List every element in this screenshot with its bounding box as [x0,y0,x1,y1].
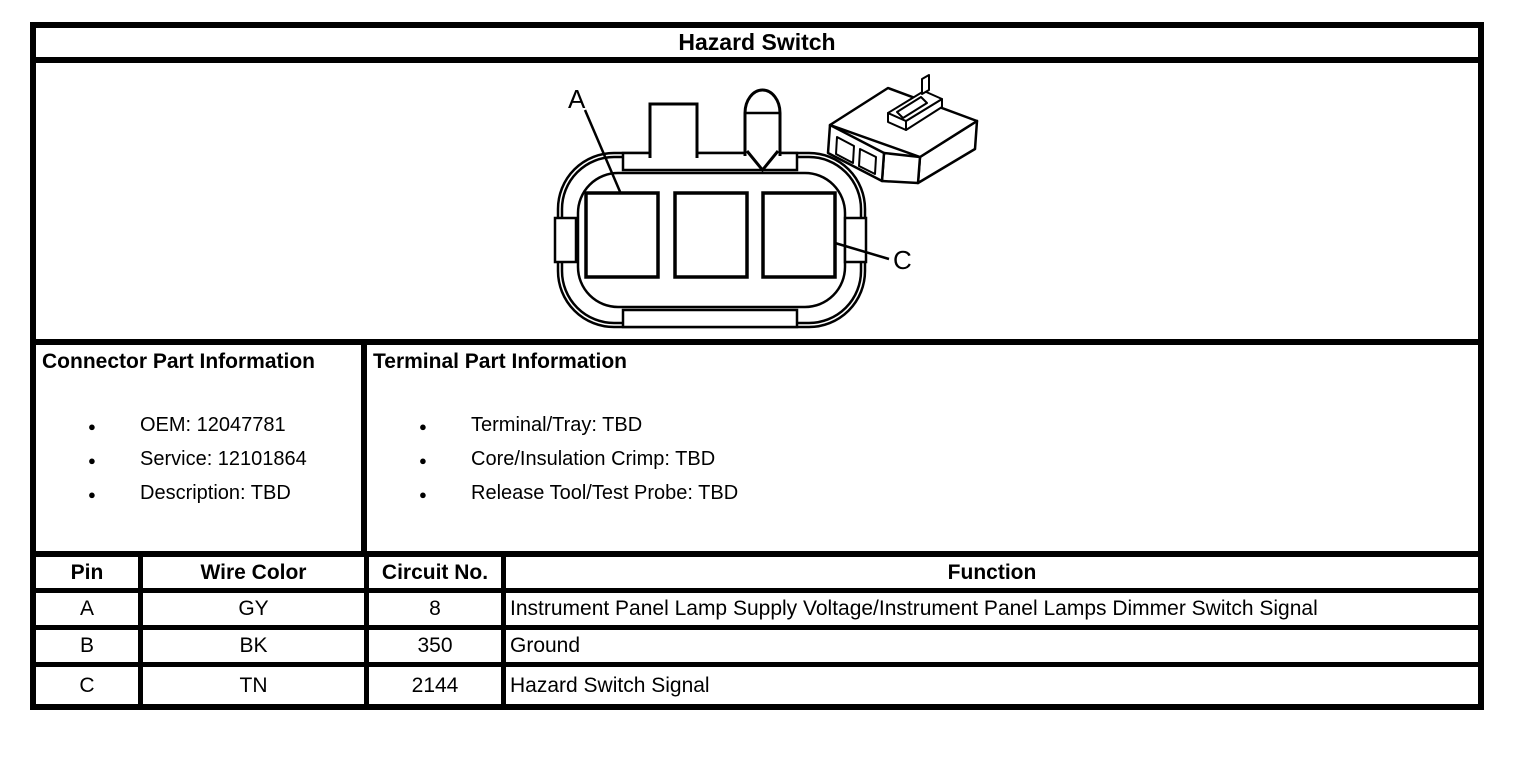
iso-latch-ramp [896,96,928,119]
pin-cell: A [36,593,143,625]
column-header-function: Function [947,560,1037,584]
circuit-no-cell: 2144 [369,667,506,704]
list-item: ● Core/Insulation Crimp: TBD [373,443,1472,477]
pin-label-c: C [893,245,912,275]
function-cell: Hazard Switch Signal [510,673,710,697]
leader-line-c [834,241,890,261]
terminal-part-info-list: ● Terminal/Tray: TBD ● Core/Insulation C… [373,409,1472,511]
wire-color-cell: BK [143,630,369,662]
bullet-icon: ● [88,419,96,434]
pin-cavity-c [761,191,837,279]
connector-diagram-section: A C [36,63,1478,345]
part-information-section: Connector Part Information ● OEM: 120477… [36,345,1478,557]
connector-part-info-list: ● OEM: 12047781 ● Service: 12101864 ● De… [42,409,355,511]
bullet-icon: ● [419,453,427,468]
function-cell: Ground [510,634,581,657]
arrow-down-icon [745,150,780,173]
bullet-icon: ● [88,453,96,468]
terminal-part-info-cell: Terminal Part Information ● Terminal/Tra… [367,345,1478,551]
pin-cell: C [36,667,143,704]
list-item: ● Description: TBD [42,477,355,511]
list-item: ● Release Tool/Test Probe: TBD [373,477,1472,511]
terminal-part-info-header: Terminal Part Information [373,350,627,373]
table-row: B BK 350 Ground [36,630,1478,667]
pin-table: Pin Wire Color Circuit No. Function A GY… [36,557,1478,704]
table-row: C TN 2144 Hazard Switch Signal [36,667,1478,704]
connector-isometric-view [826,74,979,185]
bullet-icon: ● [88,487,96,502]
column-header-pin: Pin [36,557,143,588]
pin-label-a: A [568,84,586,114]
connector-part-info-cell: Connector Part Information ● OEM: 120477… [36,345,367,551]
index-tab [648,102,699,158]
bullet-icon: ● [419,419,427,434]
column-header-wire-color: Wire Color [143,557,369,588]
wire-color-cell: GY [143,593,369,625]
circuit-no-cell: 350 [369,630,506,662]
wire-color-cell: TN [143,667,369,704]
leader-line-a [583,109,623,195]
function-cell: Instrument Panel Lamp Supply Voltage/Ins… [510,597,1318,620]
circuit-no-cell: 8 [369,593,506,625]
pin-cavity-b [673,191,749,279]
list-item: ● OEM: 12047781 [42,409,355,443]
page-title: Hazard Switch [36,28,1478,63]
table-row: A GY 8 Instrument Panel Lamp Supply Volt… [36,593,1478,630]
connector-part-info-header: Connector Part Information [42,350,316,373]
iso-cavity-1 [835,136,855,164]
column-header-circuit-no: Circuit No. [369,557,506,588]
pin-table-header-row: Pin Wire Color Circuit No. Function [36,557,1478,593]
connector-face-diagram: A C [553,74,979,329]
bullet-icon: ● [419,487,427,502]
pin-cavities [584,191,837,279]
list-item: ● Terminal/Tray: TBD [373,409,1472,443]
pin-cavity-a [584,191,660,279]
iso-cavity-2 [858,148,877,175]
connector-document: Hazard Switch [30,22,1484,710]
list-item: ● Service: 12101864 [42,443,355,477]
iso-peg [921,74,930,95]
pin-cell: B [36,630,143,662]
lock-post [743,88,782,173]
